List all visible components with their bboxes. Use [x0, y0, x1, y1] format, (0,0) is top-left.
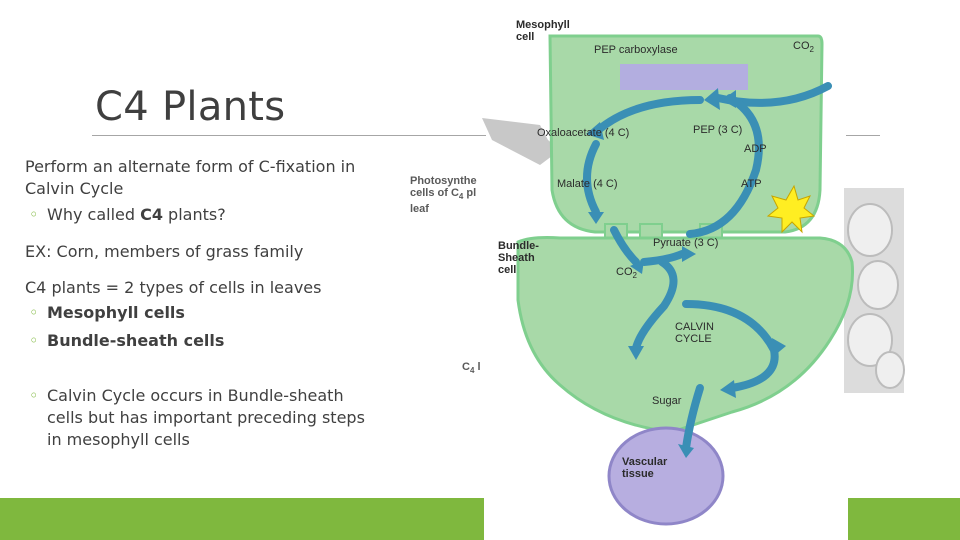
co2-top-label: CO2	[793, 40, 814, 55]
bottom-accent-bar	[0, 498, 484, 540]
title-divider	[92, 135, 486, 136]
why-text-post: plants?	[162, 205, 226, 224]
slide-title: C4 Plants	[95, 84, 286, 130]
why-text-bold: C4	[140, 205, 163, 224]
bottom-accent-bar-right	[848, 498, 960, 540]
bullet-icon: ◦	[29, 303, 39, 322]
sub-bullet-mesophyll: ◦ Mesophyll cells	[25, 302, 185, 324]
sub-bullet-calvin: ◦ Calvin Cycle occurs in Bundle-sheath cel…	[25, 385, 365, 451]
leaf-section-cells	[847, 203, 905, 389]
c4-leaf-label: C4 l	[462, 361, 481, 376]
bundle-sheath-cell	[516, 236, 854, 434]
sub-bullet-why: ◦ Why called C4 plants?	[25, 204, 226, 226]
gray-pointer-arrow	[482, 118, 560, 165]
malate-label: Malate (4 C)	[557, 178, 618, 190]
pep-carboxylase-bar	[620, 64, 748, 90]
c4-pathway-diagram	[482, 34, 905, 526]
atp-energy-burst	[766, 184, 816, 234]
arrow-heads	[586, 88, 786, 458]
adp-label: ADP	[744, 143, 767, 155]
co2-mid-label: CO2	[616, 266, 637, 281]
calvin-line: Calvin Cycle occurs in Bundle-sheath	[47, 386, 344, 405]
title-divider-right	[846, 135, 880, 136]
pep-label: PEP (3 C)	[693, 124, 743, 136]
bullet-icon: ◦	[29, 331, 39, 350]
bullet-icon: ◦	[29, 386, 39, 405]
calvin-line: cells but has important preceding steps	[47, 408, 365, 427]
sugar-label: Sugar	[652, 395, 682, 407]
oxaloacetate-label: Oxaloacetate (4 C)	[537, 127, 630, 139]
mesophyll-text: Mesophyll cells	[47, 303, 185, 322]
pyruvate-label: Pyruate (3 C)	[653, 237, 719, 249]
body-line: Calvin Cycle	[25, 179, 124, 198]
vascular-tissue	[607, 426, 725, 526]
body-paragraph-1: Perform an alternate form of C-fixation …	[25, 156, 355, 200]
bullet-icon: ◦	[29, 205, 39, 224]
body-line: Perform an alternate form of C-fixation …	[25, 157, 356, 176]
bundle-text: Bundle-sheath cells	[47, 331, 225, 350]
pathway-arrows	[583, 82, 832, 452]
atp-label: ATP	[741, 178, 762, 190]
photosynthetic-cells-label: Photosynthe cells of C4 pl leaf	[410, 175, 477, 216]
calvin-line: in mesophyll cells	[47, 430, 190, 449]
why-text-pre: Why called	[47, 205, 141, 224]
sub-bullet-bundle: ◦ Bundle-sheath cells	[25, 330, 224, 352]
example-line: EX: Corn, members of grass family	[25, 242, 304, 261]
pep-carboxylase-label: PEP carboxylase	[594, 44, 678, 56]
two-types-line: C4 plants = 2 types of cells in leaves	[25, 278, 322, 297]
